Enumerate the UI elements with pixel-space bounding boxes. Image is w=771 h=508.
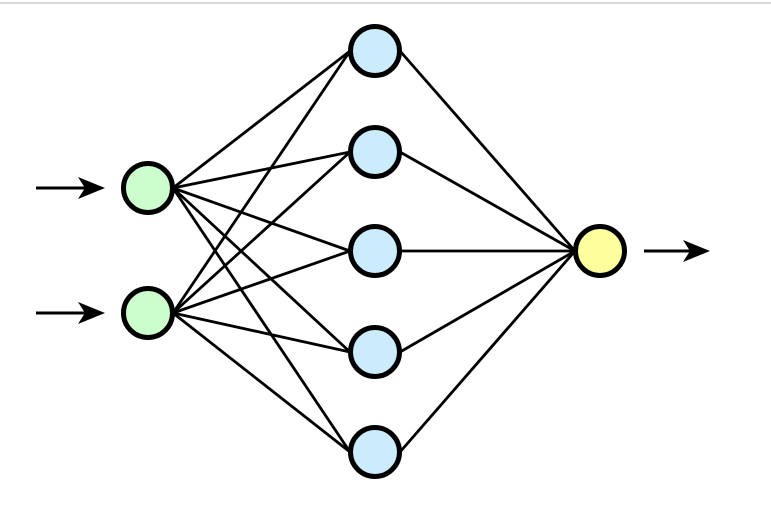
hidden-node-4 <box>348 325 402 379</box>
hidden-node-3 <box>348 224 402 278</box>
edge-input-1-hidden-4 <box>171 186 352 354</box>
hidden-node-1 <box>348 24 402 78</box>
window-top-edge <box>0 2 771 4</box>
input-arrow-2-head-icon <box>78 302 105 324</box>
edge-input-2-hidden-4 <box>171 311 352 354</box>
hidden-node-2 <box>348 125 402 179</box>
output-arrow-head-icon <box>683 240 710 262</box>
edge-hidden-4-output-1 <box>398 249 577 354</box>
edge-hidden-1-output-1 <box>398 49 577 253</box>
edge-input-1-hidden-1 <box>171 49 352 190</box>
edge-input-1-hidden-5 <box>171 186 352 454</box>
edge-input-1-hidden-3 <box>171 186 352 253</box>
input-arrow-1-head-icon <box>78 177 105 199</box>
input-node-2 <box>121 286 175 340</box>
input-node-1 <box>121 161 175 215</box>
edge-input-2-hidden-1 <box>171 49 352 315</box>
edge-hidden-2-output-1 <box>398 150 577 253</box>
edge-input-2-hidden-5 <box>171 311 352 454</box>
edge-hidden-5-output-1 <box>398 249 577 454</box>
output-node-1 <box>573 224 627 278</box>
edge-input-2-hidden-3 <box>171 249 352 315</box>
edge-input-2-hidden-2 <box>171 150 352 315</box>
hidden-node-5 <box>348 425 402 479</box>
edge-input-1-hidden-2 <box>171 150 352 190</box>
